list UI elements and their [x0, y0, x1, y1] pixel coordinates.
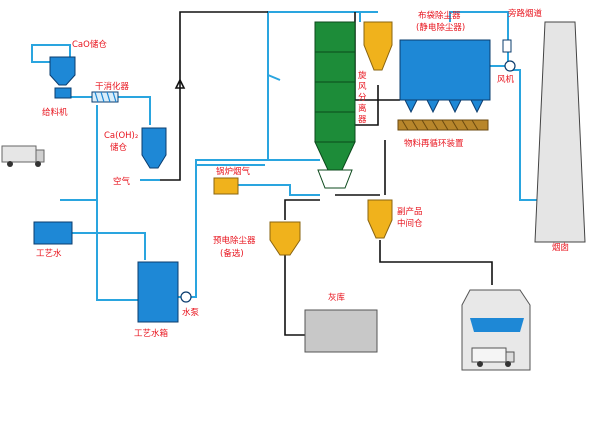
bag-filter-label-1: 布袋除尘器: [418, 10, 461, 21]
cyclone-label-2: 风: [358, 82, 367, 92]
bypass-flue-label: 旁路烟道: [508, 8, 543, 19]
bag-filter-label-2: (静电除尘器): [416, 22, 465, 33]
dry-slaker: 干消化器: [91, 81, 130, 103]
feeder: 给料机: [42, 87, 72, 118]
dry-slaker-label: 干消化器: [95, 81, 130, 92]
cao-silo-label: CaO储仓: [72, 39, 107, 50]
cyclone-label-4: 离: [358, 103, 367, 114]
cao-silo: CaO储仓: [49, 39, 107, 86]
byproduct-label-2: 中间仓: [397, 218, 423, 229]
truck-loading-station: [461, 289, 531, 371]
cyclone-label-3: 分: [358, 93, 367, 103]
bag-filter: 布袋除尘器 (静电除尘器): [399, 10, 491, 114]
process-water-label: 工艺水: [36, 248, 62, 259]
byproduct-bin: 副产品 中间仓: [367, 199, 423, 239]
absorber-tower: [314, 21, 356, 189]
cyclone-label-5: 器: [358, 115, 367, 125]
bypass-fan: 旁路烟道 风机: [497, 8, 543, 85]
truck-icon: [471, 347, 515, 367]
truck-icon: [1, 145, 45, 167]
boiler-flue-gas: 锅炉烟气: [213, 166, 251, 195]
recirculation-conveyor: 物料再循环装置: [397, 119, 489, 149]
water-pump-icon: 水泵: [180, 291, 200, 318]
cyclone: 旋 风 分 离 器: [358, 21, 393, 125]
feeder-label: 给料机: [42, 107, 68, 118]
air-label: 空气: [113, 176, 131, 187]
byproduct-label-1: 副产品: [397, 206, 423, 217]
cyclone-label-1: 旋: [358, 70, 367, 81]
ash-storage: 灰库: [304, 292, 378, 353]
fan-label: 风机: [497, 74, 515, 85]
pre-precipitator: 预电除尘器 (备选): [213, 221, 301, 259]
ash-storage-label: 灰库: [328, 292, 346, 303]
water-pump-label: 水泵: [182, 307, 200, 318]
caoh-silo: Ca(OH)₂ 储仓 空气: [104, 127, 167, 187]
recirculation-label: 物料再循环装置: [404, 138, 464, 149]
boiler-flue-gas-label: 锅炉烟气: [216, 166, 251, 177]
pre-precipitator-label-1: 预电除尘器: [213, 235, 256, 246]
chimney: 烟囱: [534, 21, 586, 253]
fan-icon: [504, 60, 516, 72]
caoh-silo-label-2: 储仓: [110, 142, 128, 153]
process-water-unit: 工艺水: [33, 221, 73, 259]
pre-precipitator-label-2: (备选): [220, 248, 244, 259]
process-water-tank-label: 工艺水箱: [134, 328, 169, 339]
process-water-tank: 工艺水箱: [134, 261, 179, 339]
chimney-label: 烟囱: [552, 242, 569, 253]
caoh-silo-label-1: Ca(OH)₂: [104, 131, 138, 141]
